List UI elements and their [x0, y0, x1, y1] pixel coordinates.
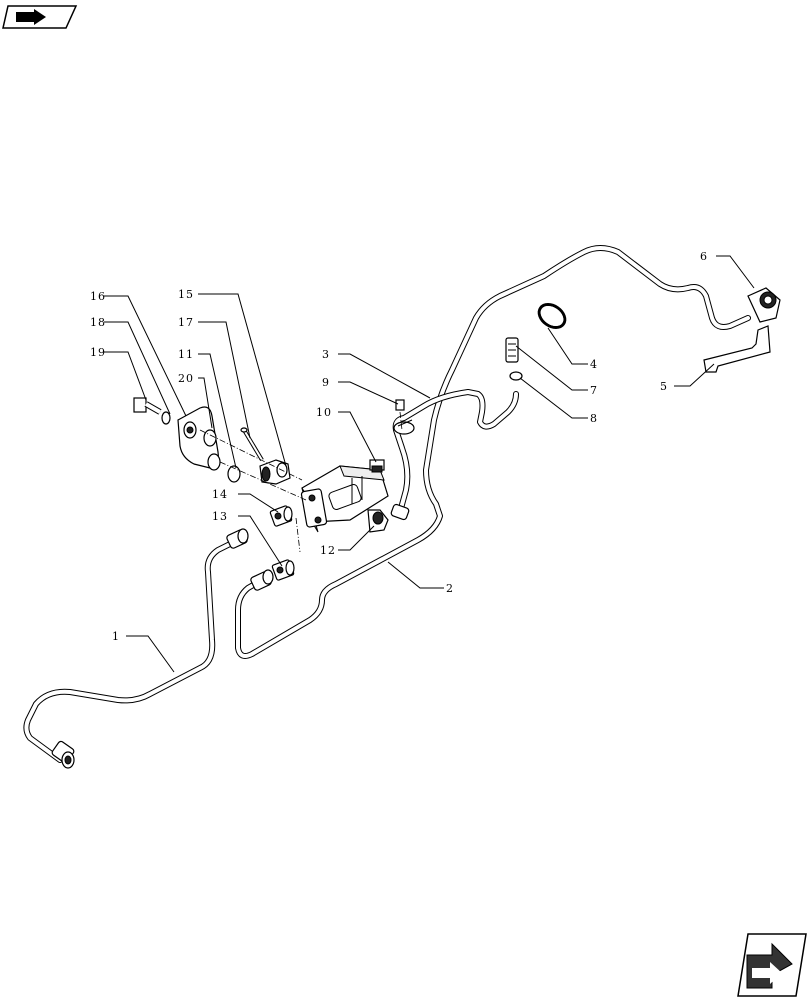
callout-9: 9: [322, 376, 330, 389]
washer-20: [203, 429, 217, 447]
callout-6: 6: [700, 250, 708, 263]
valve-block: [300, 459, 389, 533]
callout-5: 5: [660, 380, 668, 393]
pipe-2: [235, 245, 751, 659]
hose-clamp-4: [537, 303, 567, 329]
folder-arrow-icon[interactable]: [2, 5, 78, 29]
callout-12: 12: [320, 544, 336, 557]
leader-lines: [104, 255, 755, 673]
pipe-3-clip: [393, 419, 415, 435]
pipe-1: [23, 528, 249, 769]
next-page-arrow-icon[interactable]: [737, 933, 807, 997]
pipe-1-nut-end: [51, 740, 75, 769]
pipe-3-nut: [390, 503, 410, 521]
callout-15: 15: [178, 288, 194, 301]
o-ring-11: [227, 465, 241, 483]
valve-block-fitting: [369, 459, 385, 473]
washer-18: [161, 411, 171, 425]
callout-16: 16: [90, 290, 106, 303]
pipe-3: [390, 389, 519, 521]
callout-4: 4: [590, 358, 598, 371]
callout-13: 13: [212, 510, 228, 523]
coupler-6: [747, 287, 781, 323]
callout-17: 17: [178, 316, 194, 329]
elbow-15: [259, 459, 291, 485]
pipe-1-nut-top: [226, 528, 249, 549]
banjo-16: [177, 406, 221, 471]
callout-18: 18: [90, 316, 106, 329]
callout-10: 10: [316, 406, 332, 419]
callout-14: 14: [212, 488, 228, 501]
bracket-5: [703, 325, 771, 373]
callout-19: 19: [90, 346, 106, 359]
plug-7: [505, 337, 519, 363]
callout-2: 2: [446, 582, 454, 595]
callout-labels: 1 2 3 4 5 6 7 8 9 10 11 12 13 14 15 16 1…: [90, 250, 708, 643]
callout-20: 20: [178, 372, 194, 385]
callout-3: 3: [322, 348, 330, 361]
banjo-bolt-19: [133, 397, 162, 415]
pipe-2-nut: [250, 569, 274, 591]
callout-1: 1: [112, 630, 120, 643]
callout-7: 7: [590, 384, 598, 397]
washer-8: [509, 371, 523, 381]
callout-8: 8: [590, 412, 598, 425]
fitting-9: [395, 399, 405, 411]
bolt-17: [240, 427, 264, 462]
centre-lines: [199, 411, 403, 553]
callout-11: 11: [178, 348, 194, 361]
fitting-13: [271, 559, 295, 581]
